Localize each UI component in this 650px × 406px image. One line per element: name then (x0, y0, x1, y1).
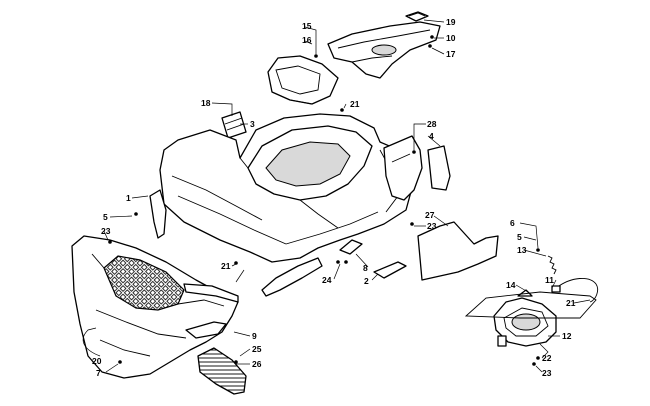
callout-17: 17 (446, 49, 456, 59)
side-decal-4 (427, 145, 451, 191)
callout-5b: 13 (517, 245, 527, 255)
callout-labels: 15 16 19 10 17 18 3 21 28 4 1 5 23 27 23… (92, 17, 576, 378)
callout-22: 22 (542, 353, 552, 363)
right-side-panel (383, 135, 423, 201)
leader-lines (82, 19, 591, 373)
callout-23b: 23 (427, 221, 437, 231)
vent-grille (197, 347, 247, 395)
light-bracket-frame (464, 291, 597, 319)
fasteners (108, 35, 540, 366)
callout-6: 5 (517, 232, 522, 242)
callout-3: 3 (250, 119, 255, 129)
side-decal (221, 111, 247, 139)
callout-12: 12 (562, 331, 572, 341)
callout-11: 14 (506, 280, 516, 290)
reflector-lens (339, 239, 407, 279)
callout-8: 8 (363, 263, 368, 273)
callout-18: 18 (201, 98, 211, 108)
callout-21b: 21 (221, 261, 231, 271)
callout-4: 4 (429, 131, 434, 141)
callout-21a: 21 (350, 99, 360, 109)
front-fender-body (149, 113, 413, 297)
adjuster-spring-6 (547, 255, 557, 275)
front-bumper (71, 235, 239, 379)
callout-26: 26 (252, 359, 262, 369)
wiring-connector-13-14 (551, 278, 599, 303)
decal-plate-19 (405, 11, 429, 22)
callout-25: 25 (252, 344, 262, 354)
callout-14: 21 (566, 298, 576, 308)
callout-21c: 6 (510, 218, 515, 228)
callout-16: 16 (302, 35, 312, 45)
callout-20: 20 (92, 356, 102, 366)
callout-7: 7 (96, 368, 101, 378)
callout-27: 27 (425, 210, 435, 220)
callout-1: 1 (126, 193, 131, 203)
rear-pod-cover (267, 55, 339, 105)
callout-19: 19 (446, 17, 456, 27)
callout-9: 9 (252, 331, 257, 341)
callout-24: 24 (322, 275, 332, 285)
callout-23c: 23 (542, 368, 552, 378)
callout-28: 28 (427, 119, 437, 129)
callout-2: 2 (364, 276, 369, 286)
decal-sheet (417, 221, 499, 281)
upper-console-cover (327, 21, 441, 79)
callout-15: 15 (302, 21, 312, 31)
callout-5a: 5 (103, 212, 108, 222)
callout-23a: 23 (101, 226, 111, 236)
callout-13: 11 (545, 275, 554, 285)
callout-10: 10 (446, 33, 456, 43)
